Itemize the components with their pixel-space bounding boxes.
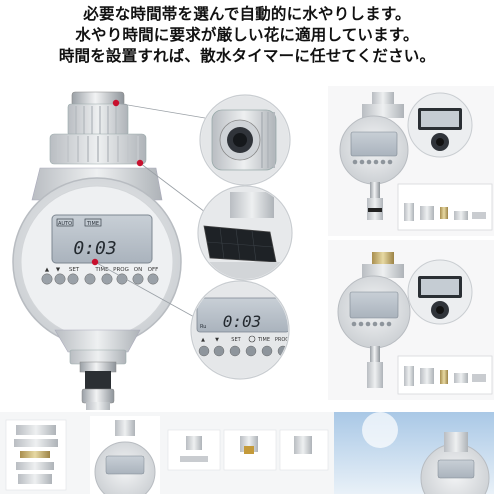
zoom-lcd-small-label: Ru [200,324,206,330]
clock-icon [248,335,256,343]
zoom-lcd: Ru 0:03 ▲ ▼ SET TIME PROG [190,280,290,380]
lcd-mode-label: AUTO [58,221,72,227]
button-label-up: ▲ [45,267,50,273]
button-clock[interactable] [84,273,96,285]
lcd-display-time: 0:03 [73,238,116,259]
headline: 必要な時間帯を選んで自動的に水やりします。 水やり時間に要求が厳しい花に適用して… [0,4,494,67]
callout-dot-screen [91,258,99,266]
headline-line-2: 水やり時間に要求が厳しい花に適用しています。 [75,26,419,44]
main-timer: AUTO TIME 0:03 ▲ ▼ SET TIME PROG ON OFF [12,91,182,410]
button-off[interactable] [147,273,159,285]
button-label-set: SET [69,267,80,273]
callout-dot-side [136,159,144,167]
zoom-lcd-display-time: 0:03 [223,312,262,331]
headline-line-3: 時間を設置すれば、散水タイマーに任せてください。 [58,47,436,65]
button-label-prog: PROG [113,267,129,273]
button-label-on: ON [134,267,142,273]
lcd-time-label: TIME [86,221,99,227]
main-timer-buttons [41,273,159,285]
button-time[interactable] [101,273,113,285]
zoom-button-label-down: ▼ [215,337,219,343]
zoom-solar [197,185,293,281]
bottom-thumbnail-strip [0,412,494,494]
button-label-time: TIME [94,267,109,273]
product-photo-mid-right [328,240,494,400]
zoom-button-label-up: ▲ [201,337,205,343]
headline-line-1: 必要な時間帯を選んで自動的に水やりします。 [83,5,411,23]
callout-dot-top [112,99,120,107]
callouts [91,99,206,319]
button-set[interactable] [67,273,79,285]
button-up[interactable] [41,273,53,285]
zoom-inlet [199,94,291,186]
product-photo-top-right [328,86,494,236]
button-prog[interactable] [116,273,128,285]
button-label-off: OFF [148,267,159,273]
zoom-button-label-time: TIME [257,337,270,343]
zoom-button-label-set: SET [231,337,241,343]
button-on[interactable] [132,273,144,285]
zoom-button-label-prog: PROG [275,337,289,343]
button-label-down: ▼ [56,267,61,273]
button-down[interactable] [54,273,66,285]
